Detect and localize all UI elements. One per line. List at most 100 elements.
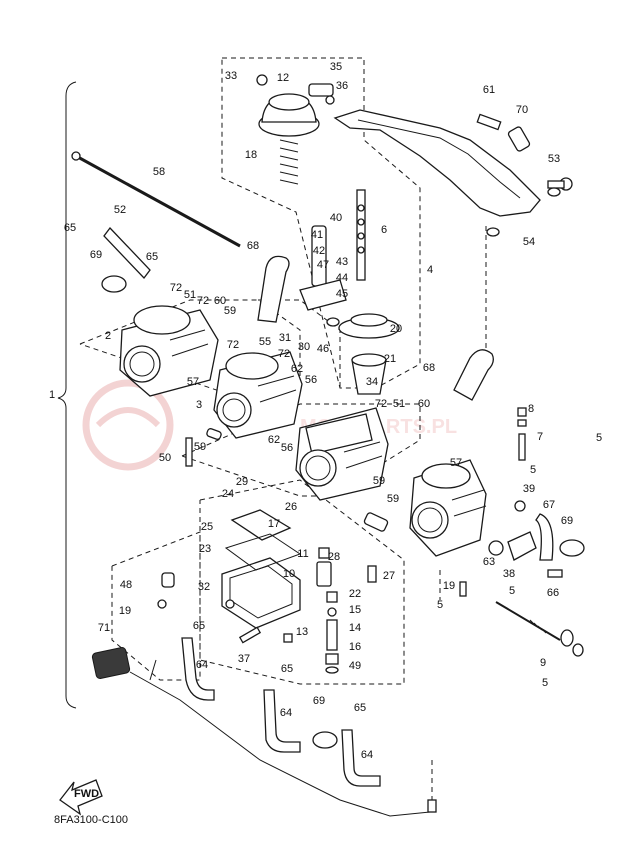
part-label-p38: 38 <box>503 568 515 580</box>
clamp-icon <box>101 275 127 293</box>
idle-screw-group <box>517 407 527 461</box>
part-label-p41: 41 <box>311 229 323 241</box>
part-label-p5d: 5 <box>509 585 515 597</box>
part-label-p26: 26 <box>285 501 297 513</box>
part-label-p16: 16 <box>349 641 361 653</box>
part-label-p55: 55 <box>259 336 271 348</box>
part-label-p64b: 64 <box>280 707 292 719</box>
part-label-p24: 24 <box>222 488 234 500</box>
part-label-p59c: 59 <box>373 475 385 487</box>
part-label-p60a: 60 <box>214 295 226 307</box>
part-label-p45: 45 <box>336 288 348 300</box>
part-label-p69c: 69 <box>313 695 325 707</box>
part-label-p72d: 72 <box>278 348 290 360</box>
hose-bottom-2 <box>263 689 301 753</box>
part-label-p72a: 72 <box>170 282 182 294</box>
part-label-p27: 27 <box>383 570 395 582</box>
part-label-p72e: 72 <box>375 398 387 410</box>
fuel-hose-top <box>103 226 151 280</box>
part-label-p18: 18 <box>245 149 257 161</box>
part-label-p25: 25 <box>201 521 213 533</box>
part-label-p51b: 51 <box>393 398 405 410</box>
part-label-p69b: 69 <box>561 515 573 527</box>
part-label-p5a: 5 <box>437 599 443 611</box>
part-label-p64a: 64 <box>196 659 208 671</box>
part-label-p32: 32 <box>198 581 210 593</box>
part-label-p53: 53 <box>548 153 560 165</box>
part-label-p56a: 56 <box>305 374 317 386</box>
part-label-p3: 3 <box>196 399 202 411</box>
part-label-p70: 70 <box>516 104 528 116</box>
part-label-p65a: 65 <box>64 222 76 234</box>
part-label-p40: 40 <box>330 212 342 224</box>
part-label-p48: 48 <box>120 579 132 591</box>
part-label-p47: 47 <box>317 259 329 271</box>
part-label-p65b: 65 <box>146 251 158 263</box>
part-label-p57b: 57 <box>450 457 462 469</box>
part-label-p23: 23 <box>199 543 211 555</box>
vent-hose-left <box>257 255 290 323</box>
float-bowl-group <box>221 509 302 644</box>
part-label-p65c: 65 <box>193 620 205 632</box>
part-label-p8: 8 <box>528 403 534 415</box>
part-label-p33: 33 <box>225 70 237 82</box>
part-label-p62a: 62 <box>291 363 303 375</box>
part-label-p6: 6 <box>381 224 387 236</box>
part-label-p65d: 65 <box>281 663 293 675</box>
choke-plunger-group <box>488 500 563 578</box>
part-label-p67: 67 <box>543 499 555 511</box>
piston-needle-group <box>299 189 400 395</box>
part-label-p51a: 51 <box>184 289 196 301</box>
throttle-shaft <box>75 154 241 248</box>
diagram-code: 8FA3100-C100 <box>54 814 128 826</box>
part-label-p65e: 65 <box>354 702 366 714</box>
mounting-plate <box>333 109 573 237</box>
forward-direction-arrow: FWD <box>59 779 103 816</box>
assembly-bracket <box>57 81 77 709</box>
part-label-p63: 63 <box>483 556 495 568</box>
part-label-p62b: 62 <box>268 434 280 446</box>
part-label-p58: 58 <box>153 166 165 178</box>
hose-bottom-3 <box>341 729 381 787</box>
part-label-p21: 21 <box>384 353 396 365</box>
vent-hose-right <box>453 349 494 401</box>
part-label-p56b: 56 <box>281 442 293 454</box>
part-label-p20: 20 <box>390 323 402 335</box>
part-label-p11: 11 <box>297 548 308 560</box>
part-label-p7: 7 <box>537 431 543 443</box>
part-label-p14: 14 <box>349 622 361 634</box>
part-label-p39: 39 <box>523 483 535 495</box>
part-label-p59a: 59 <box>224 305 236 317</box>
part-label-p42: 42 <box>313 245 325 257</box>
part-label-p59d: 59 <box>387 493 399 505</box>
part-label-p52: 52 <box>114 204 126 216</box>
part-label-p37: 37 <box>238 653 250 665</box>
part-label-p35: 35 <box>330 61 342 73</box>
part-label-p5c: 5 <box>530 464 536 476</box>
part-label-p43: 43 <box>336 256 348 268</box>
part-label-p19b: 19 <box>443 580 455 592</box>
part-label-p4: 4 <box>427 264 433 276</box>
part-label-p12: 12 <box>277 72 289 84</box>
part-label-p19a: 19 <box>119 605 131 617</box>
part-label-p15: 15 <box>349 604 361 616</box>
carburetor-4 <box>409 459 487 557</box>
part-label-p28: 28 <box>328 551 340 563</box>
part-label-p30: 30 <box>298 341 310 353</box>
throttle-stop-group <box>495 601 584 657</box>
part-label-p54: 54 <box>523 236 535 248</box>
part-label-p49: 49 <box>349 660 361 672</box>
part-label-p34: 34 <box>366 376 378 388</box>
small-fasteners <box>157 428 467 643</box>
clamp-icon <box>312 731 338 749</box>
part-label-p2: 2 <box>105 330 111 342</box>
hose-bottom-1 <box>181 637 215 701</box>
part-label-p31: 31 <box>279 332 291 344</box>
part-label-p9: 9 <box>540 657 546 669</box>
throttle-position-sensor <box>91 646 437 817</box>
part-label-p68a: 68 <box>247 240 259 252</box>
fwd-label: FWD <box>74 788 99 800</box>
part-label-p5e: 5 <box>542 677 548 689</box>
